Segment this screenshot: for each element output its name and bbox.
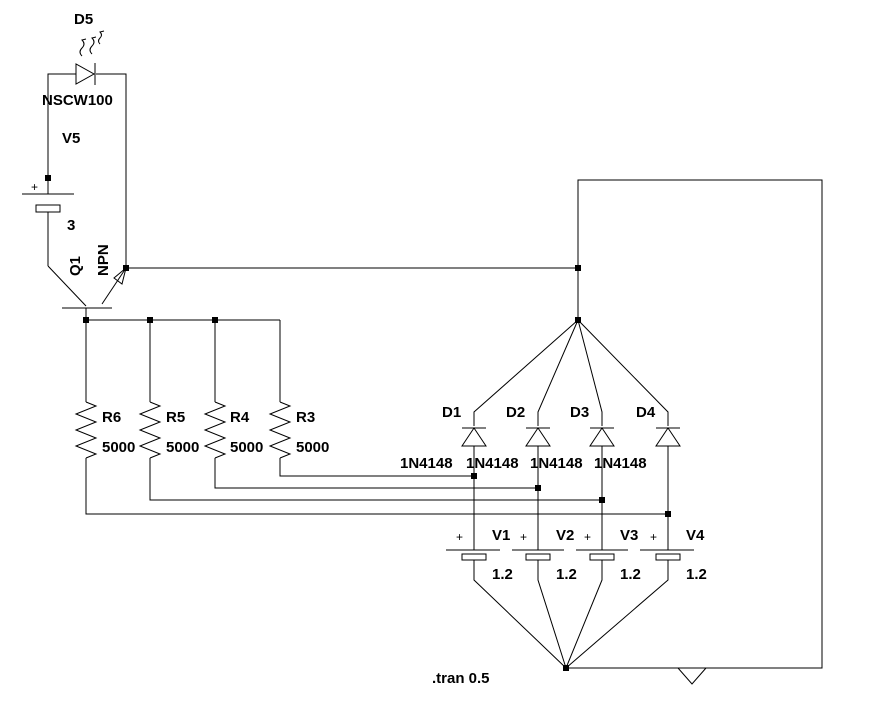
diode-ref-label: D2 xyxy=(506,404,525,421)
junction-dot xyxy=(147,317,153,323)
polarity-plus-label: + xyxy=(520,530,527,544)
junction-dots xyxy=(45,175,671,671)
return-loop-wire xyxy=(566,179,823,669)
junction-dot xyxy=(535,485,541,491)
junction-dot xyxy=(665,511,671,517)
battery-v1[interactable]: + V1 1.2 xyxy=(446,527,567,669)
diode-model-label: 1N4148 xyxy=(400,455,453,472)
battery-v4[interactable]: + V4 1.2 xyxy=(565,527,707,669)
supply-ref-label: V5 xyxy=(62,130,80,147)
battery-v2[interactable]: + V2 1.2 xyxy=(512,527,577,669)
diode-d1[interactable]: D1 1N4148 xyxy=(400,319,579,550)
polarity-plus-label: + xyxy=(31,180,38,194)
transistor-model-label: NPN xyxy=(95,244,112,276)
diode-d2[interactable]: D2 1N4148 xyxy=(466,319,579,550)
diode-ref-label: D1 xyxy=(442,404,461,421)
cell-ref-label: V1 xyxy=(492,527,510,544)
ground-flag-icon xyxy=(677,667,707,685)
cell-ref-label: V3 xyxy=(620,527,638,544)
cell-value-label: 1.2 xyxy=(492,566,513,583)
light-emission-arrow-icon xyxy=(79,38,87,57)
resistor-ref-label: R5 xyxy=(166,409,185,426)
battery-v3[interactable]: + V3 1.2 xyxy=(565,527,641,669)
polarity-plus-label: + xyxy=(584,530,591,544)
junction-dot xyxy=(83,317,89,323)
junction-dot xyxy=(599,497,605,503)
polarity-plus-label: + xyxy=(456,530,463,544)
resistor-ref-label: R4 xyxy=(230,409,250,426)
resistor-ref-label: R6 xyxy=(102,409,121,426)
resistor-r3[interactable]: R3 5000 xyxy=(268,320,474,477)
diode-d3[interactable]: D3 1N4148 xyxy=(530,319,615,550)
cell-value-label: 1.2 xyxy=(686,566,707,583)
simulation-directive[interactable]: .tran 0.5 xyxy=(432,670,490,687)
resistor-r5[interactable]: R5 5000 xyxy=(138,320,602,501)
transistor-ref-label: Q1 xyxy=(67,256,84,276)
resistor-value-label: 5000 xyxy=(166,439,199,456)
led-ref-label: D5 xyxy=(74,11,93,28)
junction-dot xyxy=(212,317,218,323)
diode-d4[interactable]: D4 1N4148 xyxy=(577,319,681,550)
led-d5[interactable]: D5 NSCW100 xyxy=(42,11,127,268)
diode-model-label: 1N4148 xyxy=(530,455,583,472)
junction-dot xyxy=(123,265,129,271)
junction-dot xyxy=(471,473,477,479)
resistor-value-label: 5000 xyxy=(102,439,135,456)
resistor-ref-label: R3 xyxy=(296,409,315,426)
junction-dot xyxy=(563,665,569,671)
supply-value-label: 3 xyxy=(67,217,75,234)
junction-dot xyxy=(45,175,51,181)
resistor-r4[interactable]: R4 5000 xyxy=(203,320,538,489)
battery-v5[interactable]: + V5 3 xyxy=(22,130,80,266)
cell-ref-label: V2 xyxy=(556,527,574,544)
junction-dot xyxy=(575,317,581,323)
resistor-value-label: 5000 xyxy=(296,439,329,456)
cell-ref-label: V4 xyxy=(686,527,705,544)
light-emission-arrow-icon xyxy=(98,30,105,45)
diode-ref-label: D3 xyxy=(570,404,589,421)
resistor-value-label: 5000 xyxy=(230,439,263,456)
diode-ref-label: D4 xyxy=(636,404,656,421)
junction-dot xyxy=(575,265,581,271)
light-emission-arrow-icon xyxy=(89,36,97,55)
led-model-label: NSCW100 xyxy=(42,92,113,109)
diode-model-label: 1N4148 xyxy=(466,455,519,472)
cell-value-label: 1.2 xyxy=(620,566,641,583)
polarity-plus-label: + xyxy=(650,530,657,544)
cell-value-label: 1.2 xyxy=(556,566,577,583)
diode-model-label: 1N4148 xyxy=(594,455,647,472)
transistor-q1[interactable]: Q1 NPN xyxy=(47,244,127,320)
